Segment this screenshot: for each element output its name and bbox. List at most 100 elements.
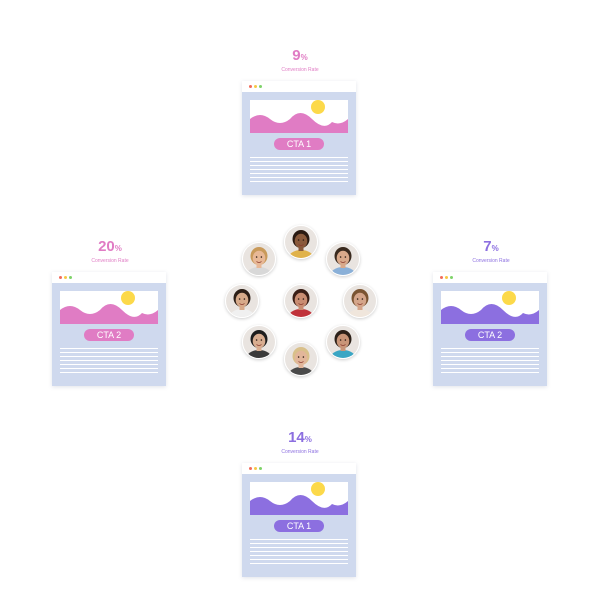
conversion-stat: 7% Conversion Rate	[433, 238, 549, 268]
window-titlebar	[52, 272, 166, 283]
avatar-man-smiling	[284, 225, 318, 259]
avatar-woman-blonde	[242, 242, 276, 276]
conversion-value: 20	[98, 238, 115, 255]
avatar-woman-center	[284, 284, 318, 318]
window-titlebar	[242, 463, 356, 474]
text-line	[250, 543, 348, 544]
sun-icon	[311, 482, 325, 496]
text-line	[250, 165, 348, 166]
variant-right: 7% Conversion Rate CTA 2	[433, 238, 549, 386]
text-line	[441, 372, 539, 373]
landscape-icon	[441, 291, 539, 324]
landing-page-mockup: CTA 2	[433, 272, 547, 386]
portrait-icon	[285, 343, 317, 375]
cta-button[interactable]: CTA 1	[274, 520, 324, 532]
wave-shape	[250, 495, 348, 515]
text-line	[60, 352, 158, 353]
text-line	[250, 181, 348, 182]
text-line	[250, 157, 348, 158]
hero-image	[250, 100, 348, 133]
avatar-man-beard	[326, 325, 360, 359]
text-line	[60, 364, 158, 365]
text-line	[441, 364, 539, 365]
conversion-caption: Conversion Rate	[91, 258, 129, 264]
cta-button[interactable]: CTA 2	[465, 329, 515, 341]
text-line	[60, 372, 158, 373]
conversion-caption: Conversion Rate	[472, 258, 510, 264]
sun-icon	[121, 291, 135, 305]
text-line	[441, 356, 539, 357]
conversion-unit: %	[114, 244, 122, 253]
maximize-dot-icon	[450, 276, 453, 279]
text-line	[250, 173, 348, 174]
close-dot-icon	[249, 85, 252, 88]
sun-icon	[502, 291, 516, 305]
maximize-dot-icon	[259, 467, 262, 470]
portrait-icon	[226, 285, 258, 317]
text-line	[441, 352, 539, 353]
wave-shape	[60, 304, 158, 324]
maximize-dot-icon	[259, 85, 262, 88]
portrait-icon	[285, 226, 317, 258]
portrait-icon	[327, 326, 359, 358]
text-line	[250, 161, 348, 162]
portrait-icon	[344, 285, 376, 317]
hero-image	[250, 482, 348, 515]
landscape-icon	[250, 482, 348, 515]
text-line	[441, 368, 539, 369]
window-titlebar	[433, 272, 547, 283]
text-line	[60, 360, 158, 361]
landscape-icon	[60, 291, 158, 324]
text-line	[441, 348, 539, 349]
variant-left: 20% Conversion Rate CTA 2	[52, 238, 168, 386]
avatar-man-sunglasses	[326, 242, 360, 276]
minimize-dot-icon	[64, 276, 67, 279]
text-line	[250, 169, 348, 170]
text-line	[250, 177, 348, 178]
conversion-stat: 20% Conversion Rate	[52, 238, 168, 268]
text-line	[250, 547, 348, 548]
minimize-dot-icon	[254, 85, 257, 88]
conversion-value: 9	[292, 47, 301, 64]
conversion-value: 14	[288, 429, 305, 446]
text-line	[250, 563, 348, 564]
landscape-icon	[250, 100, 348, 133]
avatar-man-glasses	[225, 284, 259, 318]
avatar-woman-laughing	[284, 342, 318, 376]
close-dot-icon	[59, 276, 62, 279]
text-line	[250, 539, 348, 540]
portrait-icon	[285, 285, 317, 317]
text-line	[250, 555, 348, 556]
portrait-icon	[243, 243, 275, 275]
hero-image	[441, 291, 539, 324]
conversion-unit: %	[300, 53, 308, 62]
conversion-value: 7	[483, 238, 492, 255]
cta-button[interactable]: CTA 2	[84, 329, 134, 341]
minimize-dot-icon	[445, 276, 448, 279]
wave-shape	[441, 304, 539, 324]
cta-button[interactable]: CTA 1	[274, 138, 324, 150]
landing-page-mockup: CTA 2	[52, 272, 166, 386]
portrait-icon	[327, 243, 359, 275]
sun-icon	[311, 100, 325, 114]
text-line	[250, 551, 348, 552]
wave-shape	[250, 113, 348, 133]
conversion-unit: %	[304, 435, 312, 444]
avatar-woman-curly	[343, 284, 377, 318]
conversion-unit: %	[491, 244, 499, 253]
conversion-stat: 14% Conversion Rate	[242, 429, 358, 459]
text-line	[250, 559, 348, 560]
conversion-stat: 9% Conversion Rate	[242, 47, 358, 77]
window-titlebar	[242, 81, 356, 92]
landing-page-mockup: CTA 1	[242, 81, 356, 195]
avatar-man-young	[242, 325, 276, 359]
maximize-dot-icon	[69, 276, 72, 279]
close-dot-icon	[440, 276, 443, 279]
text-line	[60, 348, 158, 349]
landing-page-mockup: CTA 1	[242, 463, 356, 577]
variant-bottom: 14% Conversion Rate CTA 1	[242, 429, 358, 577]
minimize-dot-icon	[254, 467, 257, 470]
text-line	[60, 356, 158, 357]
conversion-caption: Conversion Rate	[281, 449, 319, 455]
